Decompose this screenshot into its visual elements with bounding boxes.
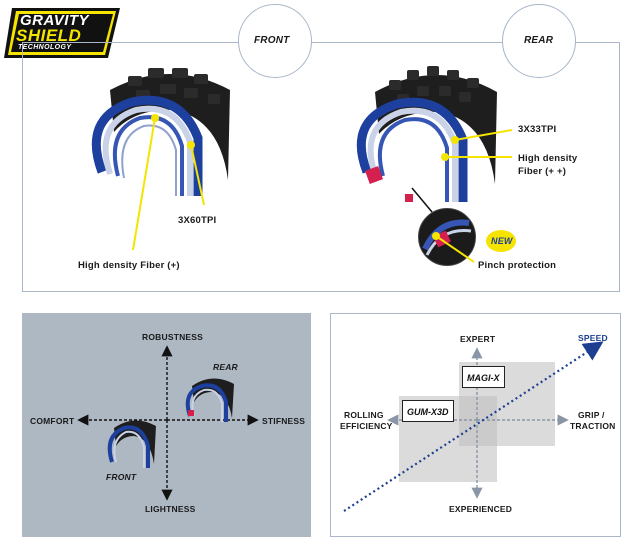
front-fiber-label: High density Fiber (+): [78, 260, 180, 271]
front-tire-illustration: [80, 60, 250, 210]
rear-pinch-label: Pinch protection: [478, 260, 557, 271]
logo-line-2: SHIELD: [16, 26, 82, 45]
axis-stifness: STIFNESS: [262, 416, 306, 426]
magi-x2-text: MAGI-X: [467, 373, 500, 383]
mini-front-label: FRONT: [106, 472, 137, 482]
rear-title: REAR: [524, 35, 554, 46]
mini-front-tire: [104, 414, 160, 470]
front-title-circle: [238, 4, 312, 78]
axis-robustness: ROBUSTNESS: [142, 332, 204, 342]
front-title: FRONT: [254, 35, 290, 46]
logo-line-1: GRAVITY: [20, 12, 90, 29]
rear-title-circle: [502, 4, 576, 78]
axis-rolling-1: ROLLING: [344, 410, 384, 420]
bottom-right-panel: [330, 313, 621, 537]
axis-rolling-2: EFFICIENCY: [340, 421, 393, 431]
top-panel: [22, 42, 620, 292]
mini-rear-label: REAR: [213, 362, 238, 372]
axis-experienced: EXPERIENCED: [449, 504, 513, 514]
new-badge: [486, 230, 516, 252]
speed-label: SPEED: [578, 333, 608, 343]
mini-rear-tire: [182, 372, 238, 424]
axis-grip-1: GRIP /: [578, 410, 605, 420]
magi-x2-logo: MAGI-X: [462, 366, 505, 388]
gum-x3d-text: GUM-X3D: [407, 407, 449, 417]
gum-x3d-logo: GUM-X3D: [402, 400, 454, 422]
rear-tire-illustration: [345, 62, 515, 212]
logo-line-3: TECHNOLOGY: [18, 44, 72, 51]
axis-grip-2: TRACTION: [570, 421, 616, 431]
axis-comfort: COMFORT: [30, 416, 75, 426]
rear-tpi-label: 3X33TPI: [518, 124, 557, 135]
axis-expert: EXPERT: [460, 334, 496, 344]
rear-fiber-label-1: High density: [518, 153, 578, 164]
front-tpi-label: 3X60TPI: [178, 215, 217, 226]
axis-lightness: LIGHTNESS: [145, 504, 196, 514]
rear-fiber-label-2: Fiber (+ +): [518, 166, 567, 177]
new-badge-text: NEW: [491, 236, 513, 246]
